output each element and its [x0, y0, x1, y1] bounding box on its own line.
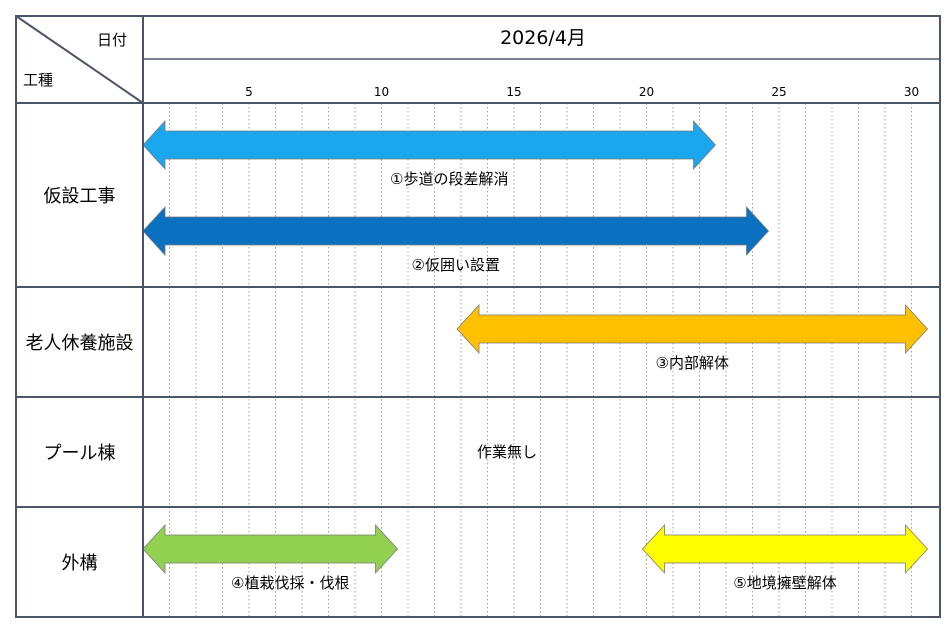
- x-tick-20: 20: [639, 85, 654, 99]
- category-label-0: 仮設工事: [44, 186, 116, 207]
- task-bars: [142, 119, 929, 575]
- x-tick-15: 15: [506, 85, 521, 99]
- task-bar-2: [456, 303, 929, 355]
- task-labels: ①歩道の段差解消 ②仮囲い設置 ③内部解体 ④植栽伐採・伐根 ⑤地境擁壁解体: [231, 170, 837, 592]
- task-label-2: ③内部解体: [656, 354, 729, 372]
- task-bar-0: [142, 119, 717, 171]
- header-date-label: 日付: [97, 31, 127, 49]
- x-tick-30: 30: [904, 85, 919, 99]
- row-notes: 作業無し: [477, 443, 537, 461]
- row-note-0: 作業無し: [477, 443, 537, 461]
- task-label-1: ②仮囲い設置: [412, 256, 500, 274]
- grid-lines: [169, 103, 912, 617]
- task-label-4: ⑤地境擁壁解体: [733, 574, 836, 592]
- header-diagonal: [15, 15, 144, 104]
- task-bar-4: [641, 523, 929, 575]
- x-tick-5: 5: [245, 85, 253, 99]
- task-label-3: ④植栽伐採・伐根: [231, 574, 349, 592]
- table-frame: [15, 15, 941, 618]
- task-bar-1: [142, 205, 770, 257]
- task-label-0: ①歩道の段差解消: [390, 170, 508, 188]
- chart-title: 2026/4月: [500, 27, 586, 49]
- x-tick-25: 25: [771, 85, 786, 99]
- category-label-3: 外構: [62, 553, 98, 574]
- outer-border: [15, 15, 941, 618]
- category-label-2: プール棟: [44, 443, 116, 464]
- x-tick-10: 10: [374, 85, 389, 99]
- x-tick-labels: 5 10 15 20 25 30: [245, 85, 919, 99]
- task-bar-3: [142, 523, 399, 575]
- header-worktype-label: 工種: [23, 71, 53, 89]
- category-label-1: 老人休養施設: [26, 333, 134, 354]
